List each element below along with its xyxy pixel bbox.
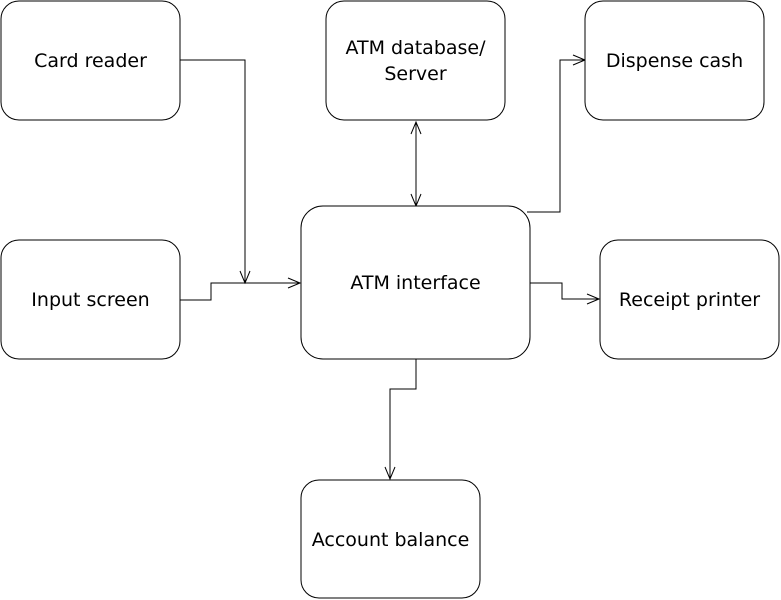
node-atm-database-server: ATM database/ Server [325, 0, 506, 121]
connectors [180, 54, 601, 481]
connector-card-reader-to-interface [180, 59, 246, 283]
node-box [300, 479, 481, 599]
node-box [599, 239, 780, 360]
node-label: Account balance [312, 529, 470, 551]
node-label: Receipt printer [619, 289, 760, 311]
node-dispense-cash: Dispense cash [584, 0, 765, 121]
connector-input-screen-to-interface [180, 282, 300, 301]
arrowhead-database-top [410, 120, 422, 135]
node-receipt-printer: Receipt printer [599, 239, 780, 360]
node-label: Card reader [34, 50, 147, 72]
node-label: Dispense cash [606, 50, 743, 72]
arrowhead-account-balance [384, 466, 396, 481]
arrowhead-receipt-printer [586, 293, 601, 305]
node-account-balance: Account balance [300, 479, 481, 599]
node-label: Input screen [31, 289, 149, 311]
arrowhead-input-screen [287, 277, 302, 289]
connector-interface-to-account-balance [389, 359, 417, 479]
node-box [325, 0, 506, 121]
node-box [300, 205, 531, 360]
node-atm-interface: ATM interface [300, 205, 531, 360]
node-label: ATM interface [350, 272, 480, 294]
node-box [584, 0, 765, 121]
node-input-screen: Input screen [0, 239, 181, 360]
connector-interface-to-dispense-cash [527, 59, 585, 213]
node-box [0, 0, 181, 121]
node-label-line-2: Server [384, 63, 446, 85]
node-box [0, 239, 181, 360]
node-label-line-1: ATM database/ [345, 37, 486, 59]
node-card-reader: Card reader [0, 0, 181, 121]
connector-interface-to-receipt-printer [529, 282, 599, 300]
